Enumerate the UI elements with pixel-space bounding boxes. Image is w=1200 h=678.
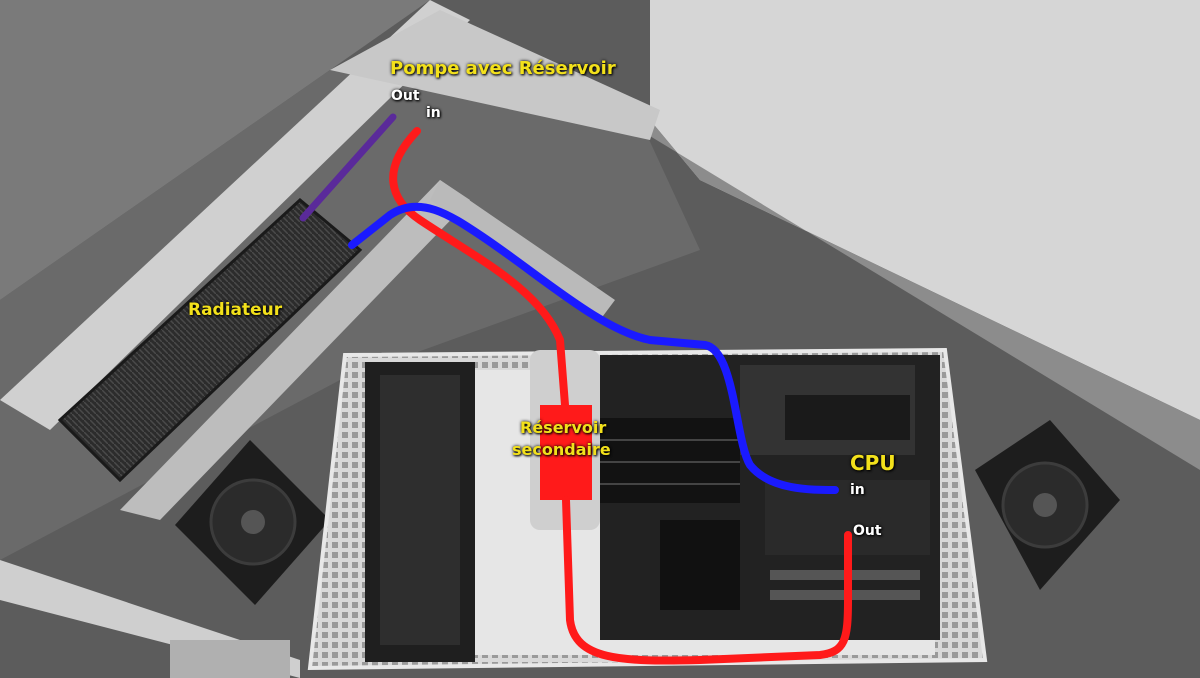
radiator-label: Radiateur (188, 300, 283, 320)
graphics-card (365, 362, 475, 662)
cpu-label: CPU (850, 451, 896, 475)
fan-right (975, 420, 1120, 590)
cold-tube-radiator-to-cpu (348, 202, 839, 494)
pump-out-tube (299, 113, 397, 222)
wooden-frame (0, 0, 660, 678)
cpu-in-label: in (850, 482, 865, 498)
fan-left (175, 440, 330, 605)
cpu-out-label: Out (853, 523, 882, 539)
secondary-reservoir-label-line1: Réservoir (520, 418, 607, 437)
pump-out-label: Out (391, 88, 420, 104)
pump-label: Pompe avec Réservoir (390, 58, 616, 79)
pump-in-label: in (426, 105, 441, 121)
secondary-reservoir (530, 350, 600, 530)
water-tubes (299, 113, 852, 665)
secondary-reservoir-label-line2: secondaire (512, 440, 611, 459)
hot-tube-pump-to-reservoir (389, 127, 569, 409)
hot-tube-reservoir-to-cpu (562, 496, 852, 665)
radiator (57, 198, 363, 483)
pcie-riser-cables (600, 418, 740, 503)
